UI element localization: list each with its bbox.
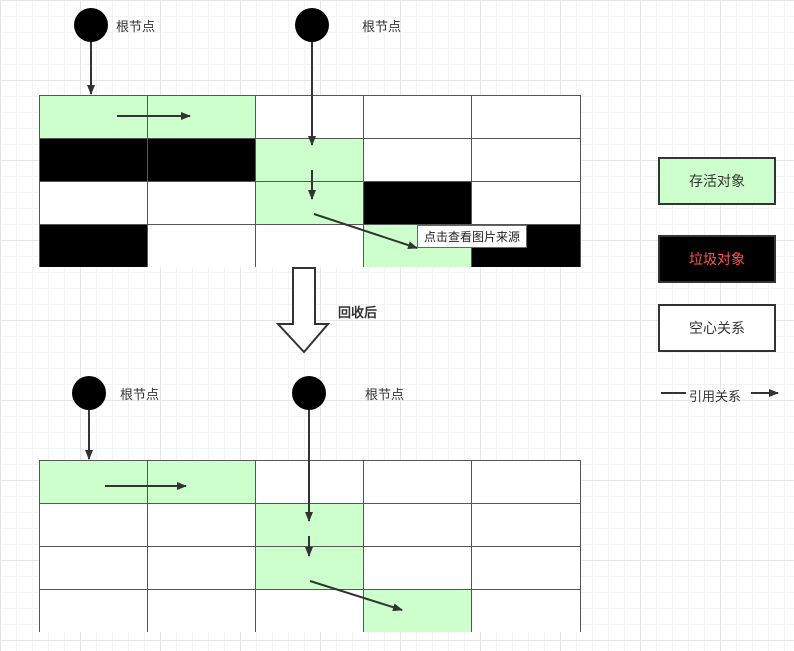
top-cell-empty: [148, 182, 256, 225]
top-cell-empty: [472, 139, 580, 182]
top-root-node-2: [295, 8, 329, 42]
bottom-cell-empty: [256, 590, 364, 632]
top-cell-empty: [472, 182, 580, 225]
top-root-label-1: 根节点: [116, 20, 156, 35]
top-row: [40, 139, 580, 182]
bottom-cell-empty: [472, 461, 580, 504]
bottom-cell-empty: [364, 547, 472, 590]
bottom-row: [40, 590, 580, 632]
top-cell-garbage: [40, 139, 148, 182]
after-gc-down-arrow: [275, 267, 331, 354]
bottom-root-node-2: [292, 376, 326, 410]
bottom-cell-alive: [364, 590, 472, 632]
source-tooltip[interactable]: 点击查看图片来源: [417, 225, 528, 248]
bottom-root-label-1: 根节点: [120, 388, 160, 403]
top-row: [40, 182, 580, 225]
top-ref-arrow-cell-c: [313, 213, 418, 249]
bottom-cell-empty: [40, 504, 148, 547]
top-cell-garbage: [148, 139, 256, 182]
top-cell-alive: [40, 96, 148, 139]
top-cell-alive: [256, 139, 364, 182]
top-cell-empty: [40, 182, 148, 225]
legend-reference-label: 引用关系: [689, 390, 742, 405]
after-gc-label: 回收后: [338, 306, 378, 321]
top-memory-grid: [39, 95, 581, 267]
legend-alive-label: 存活对象: [689, 174, 745, 190]
top-root-node-1: [74, 8, 108, 42]
bottom-cell-empty: [148, 547, 256, 590]
top-cell-empty: [364, 139, 472, 182]
bottom-root-node-1: [72, 376, 106, 410]
bottom-cell-alive: [40, 461, 148, 504]
legend-garbage: 垃圾对象: [658, 235, 776, 283]
top-cell-empty: [256, 225, 364, 267]
legend-empty-label: 空心关系: [689, 321, 745, 337]
bottom-cell-empty: [472, 504, 580, 547]
top-cell-empty: [472, 96, 580, 139]
top-root-label-2: 根节点: [362, 20, 402, 35]
bottom-cell-empty: [40, 547, 148, 590]
top-cell-garbage: [40, 225, 148, 267]
bottom-cell-empty: [364, 504, 472, 547]
bottom-cell-empty: [472, 590, 580, 632]
bottom-cell-alive: [148, 461, 256, 504]
bottom-cell-empty: [148, 504, 256, 547]
top-cell-empty: [364, 96, 472, 139]
top-cell-garbage: [364, 182, 472, 225]
legend-alive: 存活对象: [658, 157, 776, 205]
top-cell-alive: [256, 182, 364, 225]
bottom-root-label-2: 根节点: [365, 388, 405, 403]
bottom-cell-empty: [364, 461, 472, 504]
bottom-row: [40, 461, 580, 504]
bottom-ref-arrow-cell-c: [309, 580, 403, 612]
bottom-row: [40, 504, 580, 547]
bottom-cell-empty: [40, 590, 148, 632]
bottom-memory-grid: [39, 460, 581, 632]
bottom-cell-empty: [472, 547, 580, 590]
top-cell-alive: [148, 96, 256, 139]
legend-garbage-label: 垃圾对象: [689, 252, 745, 268]
legend-empty: 空心关系: [658, 304, 776, 352]
top-row: [40, 96, 580, 139]
top-cell-empty: [148, 225, 256, 267]
bottom-cell-empty: [148, 590, 256, 632]
